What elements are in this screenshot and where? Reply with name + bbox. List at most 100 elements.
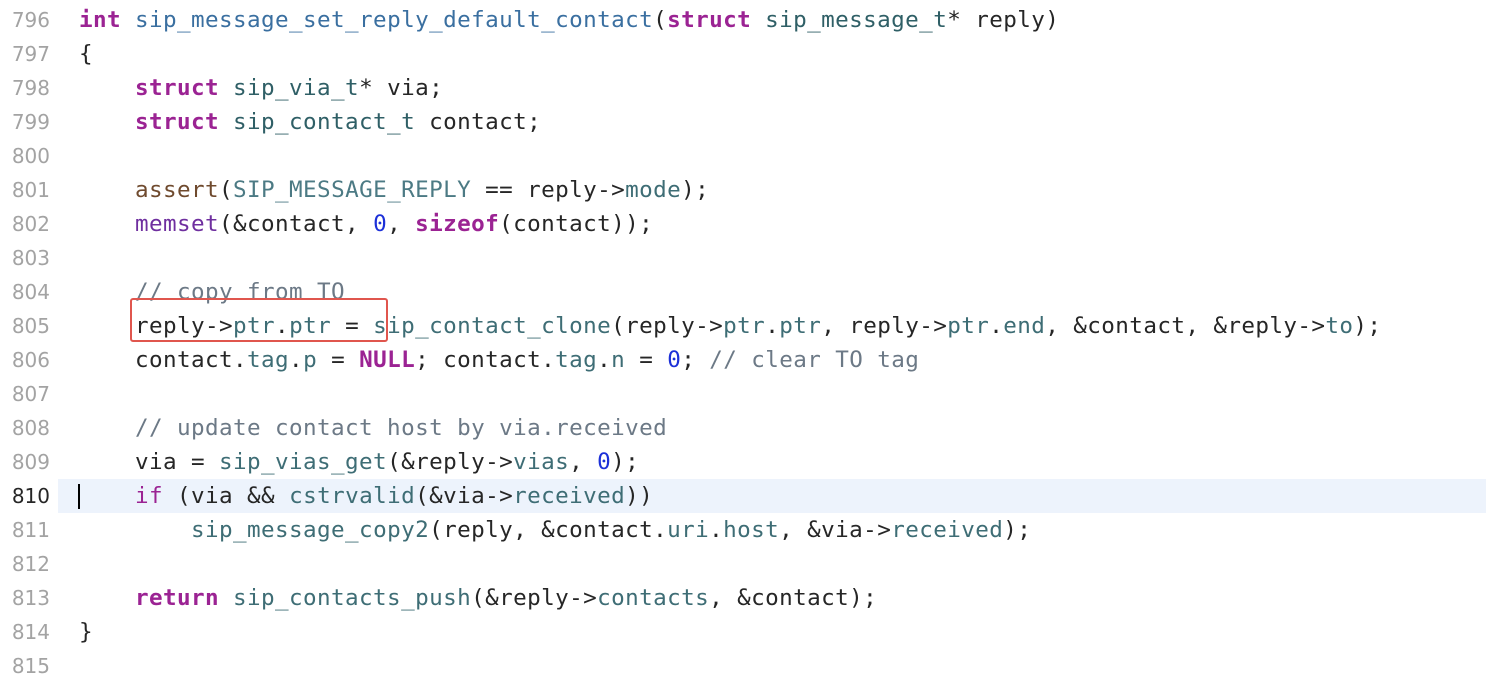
code-text: contact.tag.p = NULL; contact.tag.n = 0;… [79,343,919,377]
code-token: , &via-> [779,517,892,543]
line-number: 807 [11,382,50,406]
code-text: struct sip_contact_t contact; [79,105,541,139]
code-line[interactable]: 798 struct sip_via_t* via; [0,71,1486,105]
code-token: ); [1353,313,1382,339]
code-line[interactable]: 807 [0,377,1486,411]
code-token [79,75,135,101]
code-token: )) [625,483,654,509]
code-token: , [569,449,598,475]
code-token: ( [653,7,668,33]
code-line[interactable]: 815 [0,649,1486,683]
code-token: sip_message_t [751,7,948,33]
code-line[interactable]: 805 reply->ptr.ptr = sip_contact_clone(r… [0,309,1486,343]
code-token [79,279,135,305]
code-token: tag [247,347,290,373]
code-token: . [765,313,780,339]
annotation-highlight-box [130,298,388,342]
code-text: reply->ptr.ptr = sip_contact_clone(reply… [79,309,1381,343]
code-token: uri [667,517,710,543]
code-line[interactable]: 796 int sip_message_set_reply_default_con… [0,3,1486,37]
code-token: } [79,619,94,645]
code-token: // update contact host by via.received [135,415,668,441]
code-text: { [79,37,93,71]
code-token: ); [681,177,710,203]
code-token: sip_contact_clone [373,313,612,339]
code-line[interactable]: 800 [0,139,1486,173]
code-token: NULL [359,347,416,373]
code-token: . [289,347,304,373]
line-number: 810 [11,484,50,508]
line-number: 815 [11,654,50,678]
line-number: 805 [11,314,50,338]
code-token: sip_contact_t [219,109,416,135]
code-token: 0 [667,347,682,373]
code-token [79,483,135,509]
code-token: contact; [415,109,542,135]
line-number: 799 [11,110,50,134]
code-token [79,177,135,203]
line-number: 796 [11,8,50,32]
code-token: sip_via_t [219,75,360,101]
code-text: memset(&contact, 0, sizeof(contact)); [79,207,653,241]
code-token: = [317,347,360,373]
code-token: mode [625,177,682,203]
code-text: } [79,615,93,649]
line-number: 813 [11,586,50,610]
code-token: == reply-> [471,177,626,203]
code-token: if [135,483,164,509]
code-line[interactable]: 813 return sip_contacts_push(&reply->con… [0,581,1486,615]
code-line[interactable]: 808 // update contact host by via.receiv… [0,411,1486,445]
code-token: sip_message_copy2 [191,517,430,543]
code-token: int [79,7,122,33]
code-token: = [625,347,668,373]
code-token: , [387,211,416,237]
code-token: SIP_MESSAGE_REPLY [233,177,472,203]
code-token: received [513,483,626,509]
code-token: via = [79,449,220,475]
code-line[interactable]: 803 [0,241,1486,275]
line-number: 808 [11,416,50,440]
code-token: host [723,517,780,543]
line-number: 811 [11,518,50,542]
code-line[interactable]: 810 if (via && cstrvalid(&via->received)… [12,479,1486,513]
code-token: sip_vias_get [219,449,388,475]
code-token: , reply-> [821,313,948,339]
code-token: ptr [289,313,332,339]
line-number: 814 [11,620,50,644]
code-line[interactable]: 801 assert(SIP_MESSAGE_REPLY == reply->m… [0,173,1486,207]
code-token: ); [611,449,640,475]
code-token: * via; [359,75,444,101]
code-token: ); [1003,517,1032,543]
code-line[interactable]: 797{ [0,37,1486,71]
code-editor[interactable]: 796 int sip_message_set_reply_default_con… [0,3,1486,683]
code-token: reply-> [79,313,234,339]
code-line[interactable]: 804 // copy from TO [0,275,1486,309]
code-token [79,585,135,611]
line-number: 809 [11,450,50,474]
code-line[interactable]: 809 via = sip_vias_get(&reply->vias, 0); [0,445,1486,479]
code-token: , &contact, &reply-> [1045,313,1326,339]
code-line[interactable]: 811 sip_message_copy2(reply, &contact.ur… [0,513,1486,547]
code-token: * reply) [947,7,1060,33]
code-line[interactable]: 806 contact.tag.p = NULL; contact.tag.n … [0,343,1486,377]
code-line[interactable]: 799 struct sip_contact_t contact; [0,105,1486,139]
code-line[interactable]: 802 memset(&contact, 0, sizeof(contact))… [0,207,1486,241]
line-number: 798 [11,76,50,100]
code-token: { [79,41,94,67]
code-text: if (via && cstrvalid(&via->received)) [79,479,653,513]
code-line[interactable]: 814} [0,615,1486,649]
code-token: memset [135,211,220,237]
code-token: // clear TO tag [709,347,920,373]
code-token: (contact)); [499,211,654,237]
code-text: sip_message_copy2(reply, &contact.uri.ho… [79,513,1031,547]
code-token [79,211,135,237]
code-token: (reply-> [611,313,724,339]
code-line[interactable]: 812 [0,547,1486,581]
code-token: (&via-> [415,483,514,509]
line-number: 804 [11,280,50,304]
code-token: struct [135,109,220,135]
code-token: ptr [723,313,766,339]
code-token [79,109,135,135]
code-token: sip_message_set_reply_default_contact [121,7,654,33]
code-token: . [989,313,1004,339]
